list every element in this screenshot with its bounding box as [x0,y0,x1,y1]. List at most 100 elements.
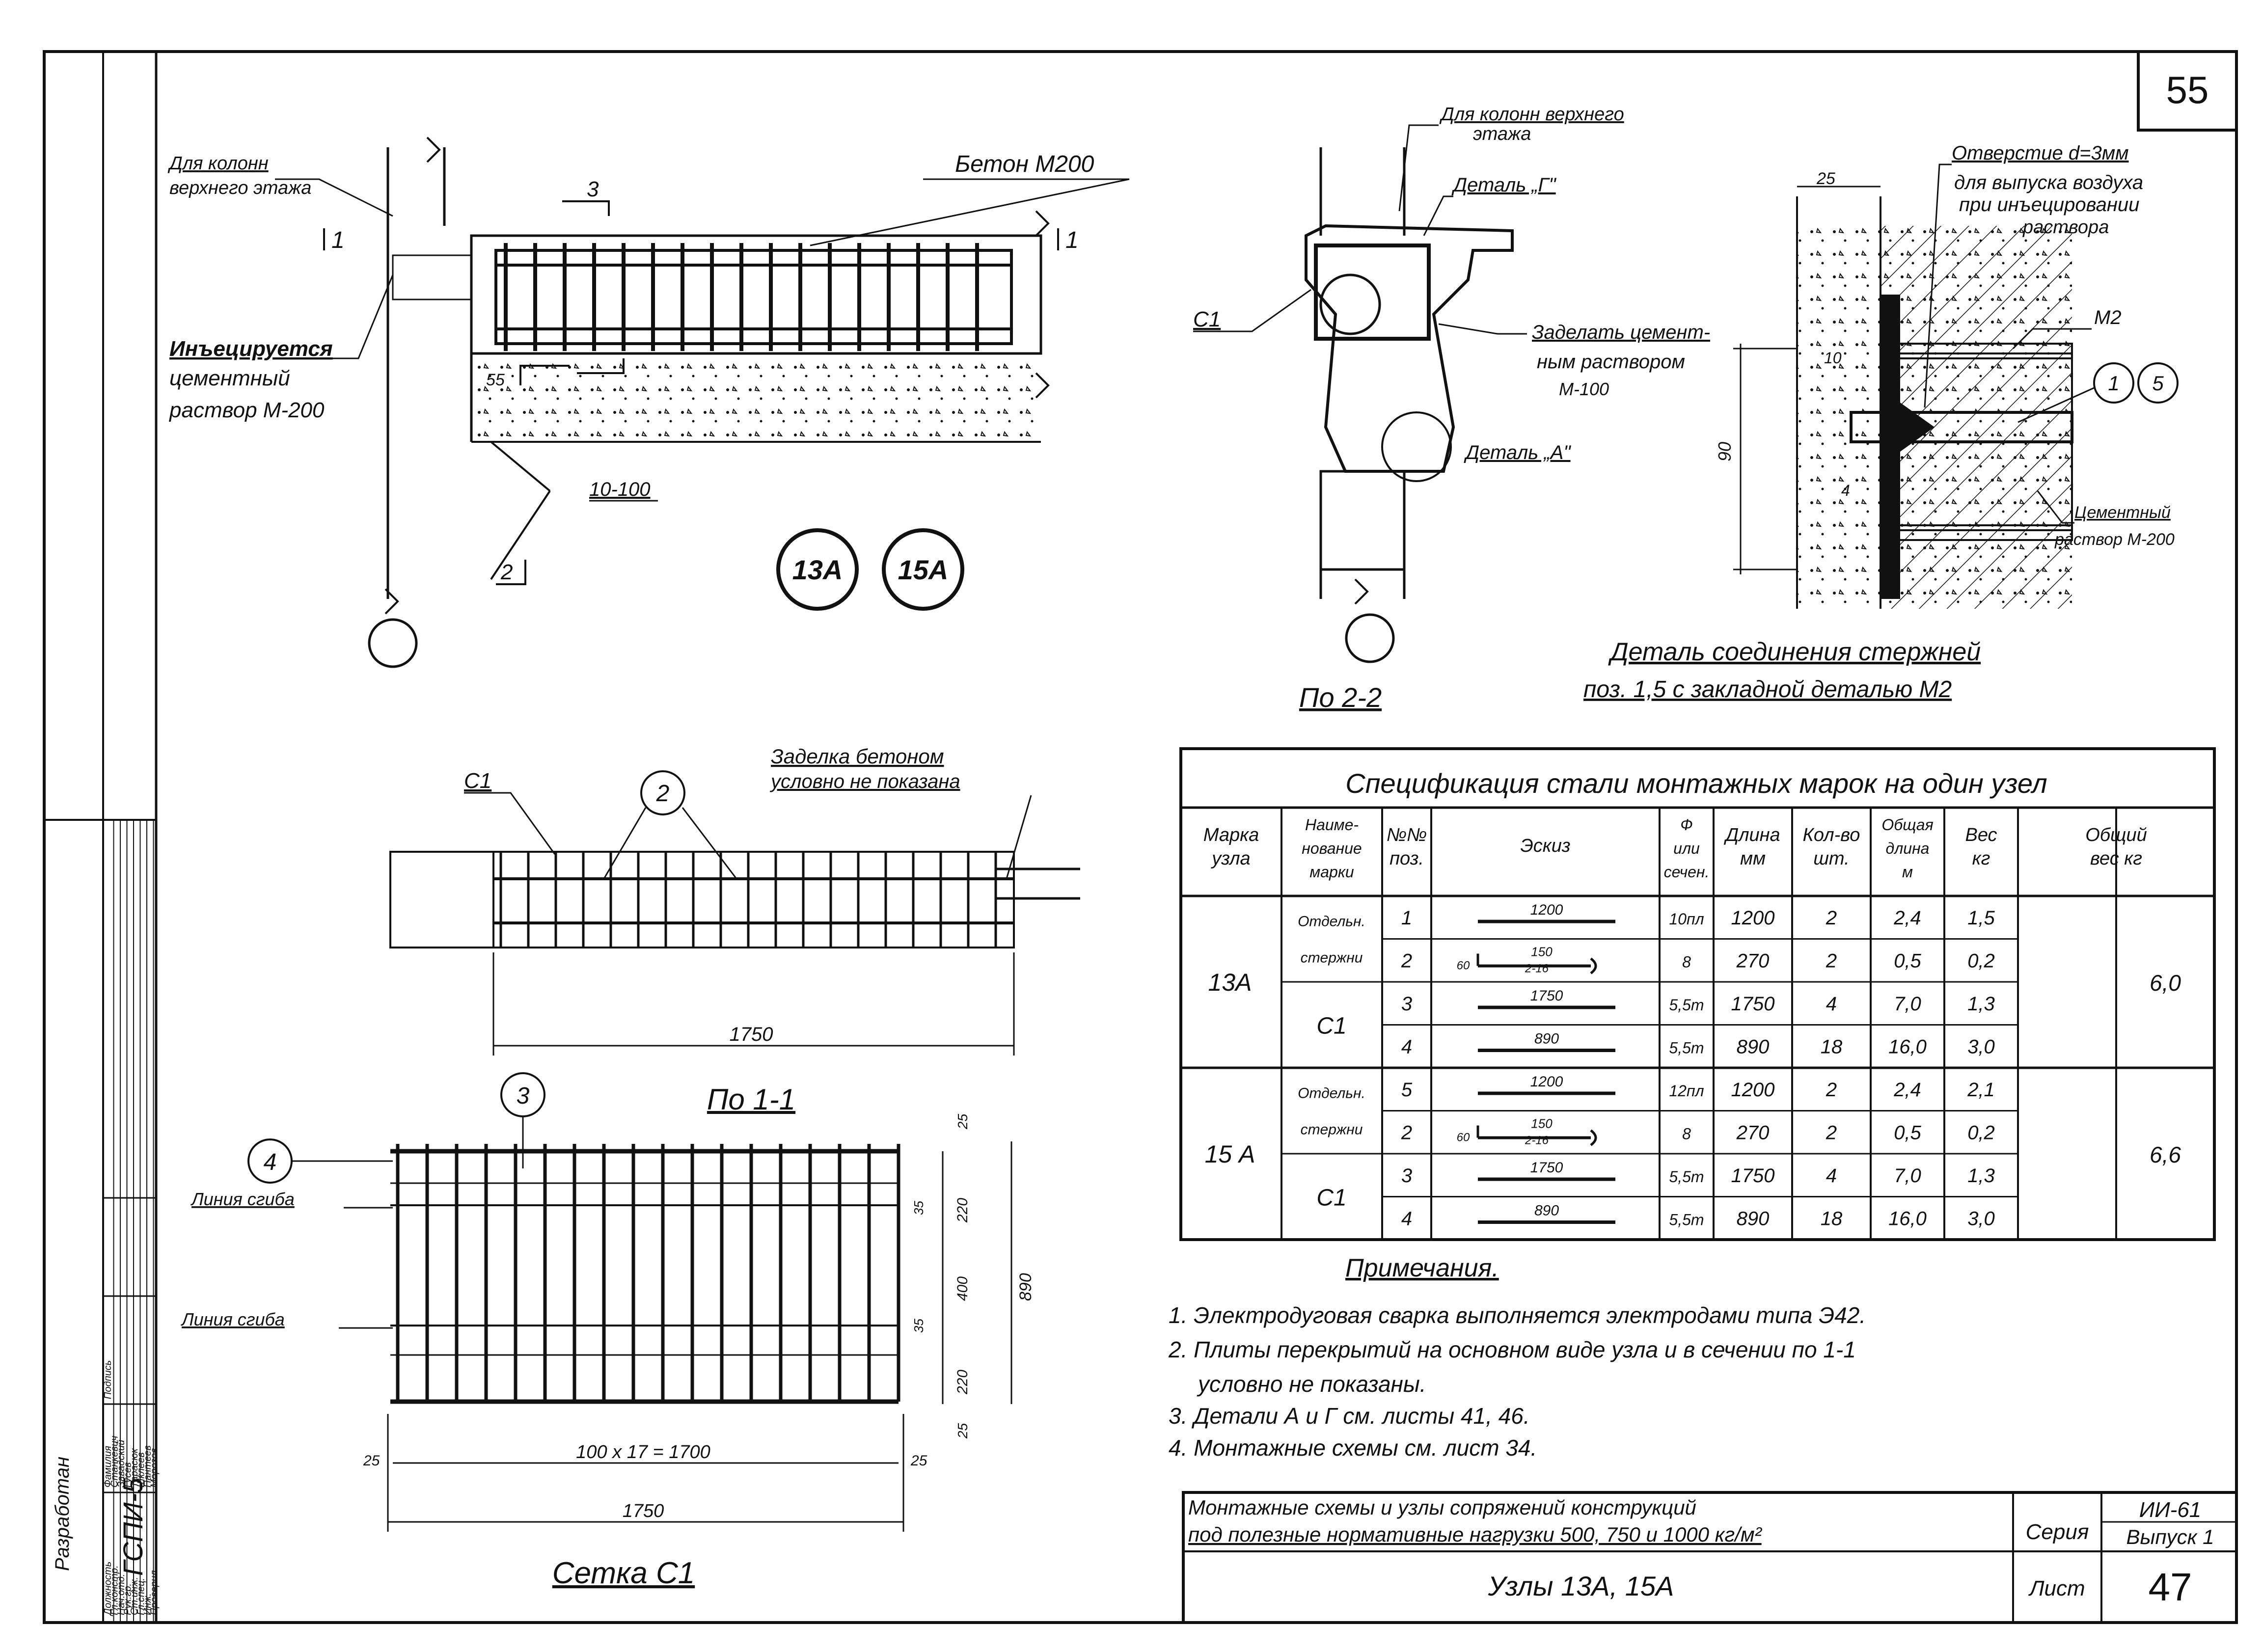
svg-text:М2: М2 [2094,307,2122,328]
svg-text:Лист: Лист [2028,1576,2085,1600]
spec-header-cell: нование [1302,840,1362,857]
spec-cell-length: 1750 [1731,1165,1775,1187]
sketch-label: 150 [1531,945,1553,959]
stamp-name: Пантеев [142,1445,153,1488]
svg-text:Заделать цемент-: Заделать цемент- [1532,322,1710,343]
spec-cell-total-length: 2,4 [1893,907,1921,929]
sketch-label: 150 [1531,1116,1553,1131]
svg-text:25: 25 [910,1453,927,1469]
svg-text:5: 5 [2152,372,2164,395]
note-2-cont: условно не показаны. [1197,1371,1426,1397]
spec-cell-qty: 2 [1826,1079,1837,1101]
svg-text:1: 1 [2108,372,2119,395]
svg-text:90: 90 [1715,442,1735,461]
label-injected-1: Инъецируется [169,337,333,361]
section-1-1-caption: По 1-1 [707,1083,795,1116]
org-name: ГСПИ-5 [117,1478,148,1576]
note-1: 1. Электродуговая сварка выполняется эле… [1169,1302,1866,1328]
spec-cell-pos: 4 [1401,1036,1412,1057]
svg-text:25: 25 [363,1453,380,1469]
stamp-name: Станкевич [109,1436,120,1488]
spec-cell-pos: 5 [1401,1079,1413,1101]
svg-text:400: 400 [954,1276,971,1301]
spec-header-cell: или [1673,840,1700,857]
axis-marker-left [368,618,418,668]
series-value: ИИ-61 [2139,1498,2202,1522]
stamp-role: Рук.гр. [123,1583,134,1615]
spec-header-cell: шт. [1813,848,1849,869]
spec-cell-length: 1750 [1731,993,1775,1015]
mesh-caption: Сетка С1 [552,1556,695,1590]
svg-text:1750: 1750 [623,1501,664,1521]
axis-marker-mid [1345,613,1395,663]
spec-header-cell: Марка [1203,825,1259,845]
spec-cell-pos: 3 [1401,993,1412,1015]
sketch-label: 2-16 [1525,962,1549,975]
sketch-label: 1750 [1530,1160,1563,1176]
svg-text:13А: 13А [792,554,843,585]
title-line-1: Монтажные схемы и узлы сопряжений констр… [1188,1496,1696,1519]
stamp-name: Тарасюк [129,1448,140,1488]
svg-text:100 x 17 = 1700: 100 x 17 = 1700 [576,1442,710,1462]
svg-text:ным раствором: ным раствором [1537,351,1685,373]
svg-text:4: 4 [264,1149,277,1175]
spec-header-cell: сечен. [1664,863,1710,881]
svg-text:Для колонн верхнего: Для колонн верхнего [1439,104,1624,125]
sketch-label: 1750 [1530,988,1563,1004]
svg-text:15А: 15А [898,554,949,585]
sketch-label: 1200 [1530,1074,1563,1090]
svg-text:35: 35 [911,1201,926,1215]
section-1-1-pos-mark: 2 [656,781,670,807]
spec-header-cell: кг [1972,848,1990,869]
spec-cell-dia: 10пл [1669,910,1704,928]
spec-cell-total-weight: 6,0 [2150,970,2181,996]
svg-text:1: 1 [331,227,345,253]
spec-cell-total-length: 0,5 [1894,950,1921,972]
title-line-2: под полезные нормативные нагрузки 500, 7… [1188,1523,1763,1546]
spec-header-cell: Вес [1965,825,1997,845]
svg-text:25: 25 [1816,169,1835,188]
svg-text:раствор М-200: раствор М-200 [2054,530,2175,549]
spec-cell-pos: 2 [1401,1122,1412,1143]
svg-text:Цементный: Цементный [2074,503,2171,522]
spec-cell-pos: 1 [1401,907,1412,929]
spec-cell-name: С1 [1316,1185,1346,1211]
spec-cell-dia: 5,5т [1669,996,1704,1014]
spec-header-cell: узла [1210,848,1250,869]
sketch-label: 60 [1457,959,1470,973]
sheet-frame [43,50,2238,1624]
stamp-role: Проверил [149,1571,160,1615]
stamp-role: Инж. [142,1593,153,1615]
stamp-role: Гл.спец. [136,1578,147,1615]
spec-cell-name: С1 [1316,1013,1346,1039]
svg-text:Серия: Серия [2026,1520,2089,1544]
detail-left: 3 2 1 1 Для колонн верхнего этажа Инъеци… [167,136,1130,668]
spec-cell-name: Отдельн. [1298,1085,1365,1101]
svg-text:25: 25 [955,1423,970,1439]
sheet-number-box: 55 [2137,50,2238,132]
label-upper-column-2: верхнего этажа [169,178,311,198]
spec-cell-qty: 18 [1821,1208,1843,1229]
sketch-label: 890 [1534,1031,1559,1047]
spec-cell-pos: 3 [1401,1165,1412,1187]
label-upper-column-1: Для колонн [167,153,269,174]
sketch-label: 1200 [1530,902,1563,918]
node-mark-13a: 13А [776,528,859,611]
svg-text:1750: 1750 [730,1024,773,1045]
spec-cell-qty: 2 [1826,907,1837,929]
stamp-name: Морозов [149,1448,160,1488]
svg-text:10-100: 10-100 [589,479,651,500]
side-stamp: ДолжностьФамилияПодписьГл.констр.Станкев… [44,819,160,1624]
spec-cell-pos: 2 [1401,950,1412,972]
spec-header-cell: Общий [2085,825,2147,845]
spec-cell-qty: 18 [1821,1036,1843,1057]
spec-header-cell: м [1902,863,1913,881]
spec-cell-dia: 12пл [1669,1082,1704,1100]
svg-text:3: 3 [587,177,599,201]
spec-cell-qty: 2 [1826,950,1837,972]
spec-cell-weight: 1,3 [1967,993,1995,1015]
svg-text:для выпуска воздуха: для выпуска воздуха [1954,172,2143,193]
spec-cell-length: 1200 [1731,907,1775,929]
spec-header-cell: №№ [1387,825,1427,845]
spec-cell-name: Отдельн. [1298,913,1365,929]
